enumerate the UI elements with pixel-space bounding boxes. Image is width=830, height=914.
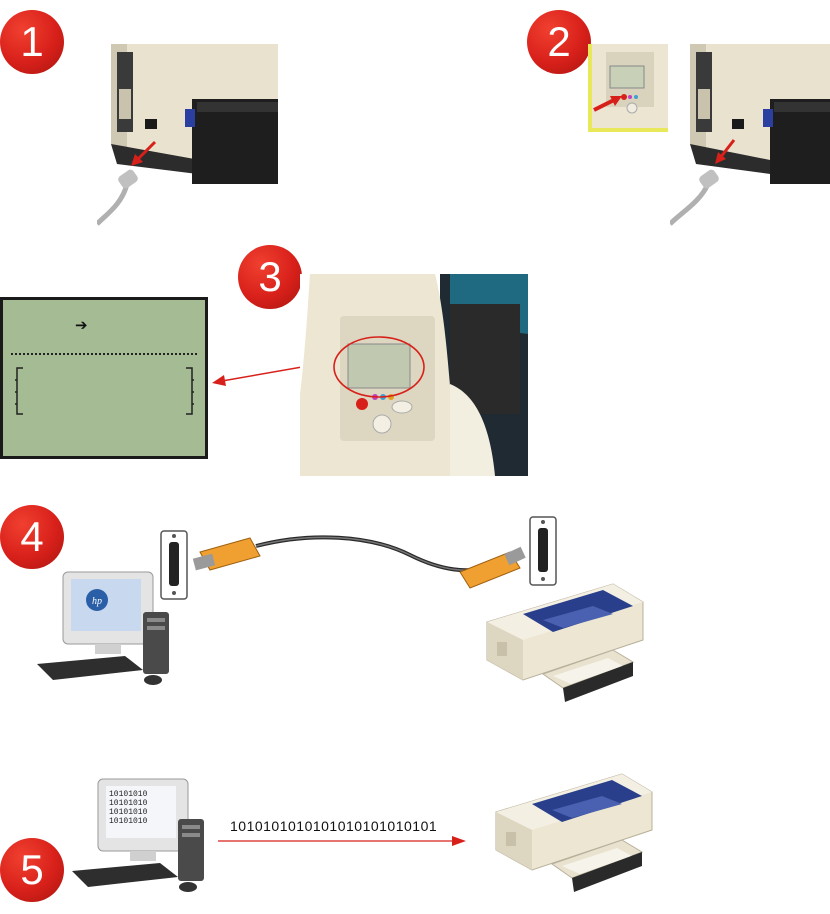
screen-binary-line: 10101010 bbox=[109, 790, 148, 799]
parallel-cable-icon bbox=[192, 535, 526, 589]
step-badge-3: 3 bbox=[238, 245, 302, 309]
printer-icon bbox=[495, 773, 653, 892]
step-badge-4: 4 bbox=[0, 505, 64, 569]
lcd-arrow-icon: ➔ bbox=[75, 316, 88, 334]
computer-icon: hp bbox=[37, 571, 169, 685]
step-number: 4 bbox=[20, 513, 44, 560]
lcd-display-diagram: ➔ bbox=[0, 297, 208, 459]
svg-text:hp: hp bbox=[92, 596, 102, 607]
parallel-port-icon bbox=[529, 516, 557, 586]
lcd-divider bbox=[11, 353, 197, 355]
step2-control-panel-photo bbox=[588, 44, 668, 132]
step-number: 5 bbox=[20, 846, 44, 893]
step-number: 1 bbox=[20, 18, 44, 65]
lcd-bracket-left-icon bbox=[15, 367, 23, 415]
screen-binary-block: 10101010 10101010 10101010 10101010 bbox=[109, 790, 147, 826]
data-flow-arrow-icon bbox=[218, 836, 466, 846]
computer-icon bbox=[72, 778, 204, 892]
step-number: 2 bbox=[547, 18, 571, 65]
screen-binary-line: 10101010 bbox=[109, 808, 148, 817]
step-badge-2: 2 bbox=[527, 10, 591, 74]
screen-binary-line: 10101010 bbox=[109, 799, 148, 808]
step2-printer-rear-photo bbox=[670, 44, 830, 227]
step-badge-1: 1 bbox=[0, 10, 64, 74]
screen-binary-line: 10101010 bbox=[109, 817, 148, 826]
step1-printer-rear-photo bbox=[97, 44, 278, 227]
parallel-port-icon bbox=[160, 530, 188, 600]
step-number: 3 bbox=[258, 253, 282, 300]
step3-control-panel-photo bbox=[300, 274, 528, 476]
step-badge-5: 5 bbox=[0, 838, 64, 902]
lcd-bracket-right-icon bbox=[186, 367, 194, 415]
data-stream-text: 1010101010101010101010101 bbox=[230, 818, 438, 834]
printer-icon bbox=[486, 583, 644, 702]
